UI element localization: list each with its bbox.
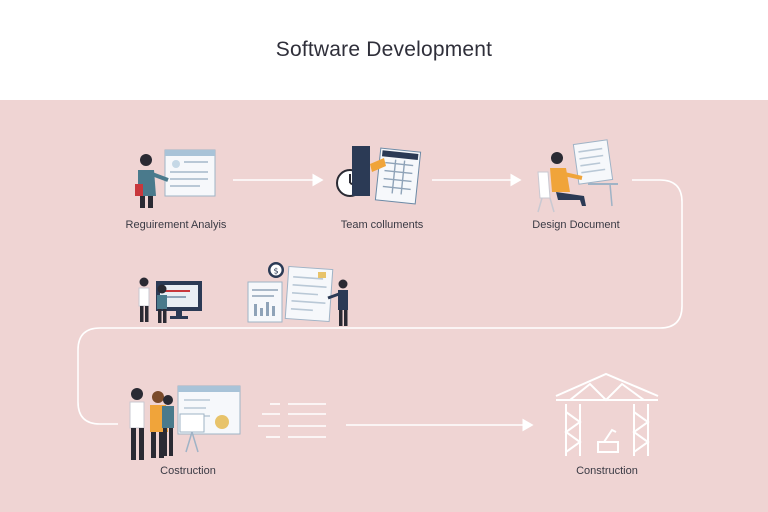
calendar-document-icon bbox=[352, 146, 422, 205]
svg-text:$: $ bbox=[273, 267, 278, 276]
step-label-costruction: Costruction bbox=[160, 465, 216, 477]
person-at-desk-icon bbox=[537, 139, 618, 213]
connector-lines bbox=[77, 173, 683, 432]
step-label-construction: Construction bbox=[576, 465, 638, 477]
loop-connector bbox=[77, 179, 683, 425]
dollar-icon: $ bbox=[268, 262, 284, 278]
step-label-design-document: Design Document bbox=[532, 219, 620, 231]
step-label-requirement-analysis: Reguirement Analyis bbox=[125, 219, 227, 231]
team-monitor-icon bbox=[138, 277, 202, 323]
construction-frame-icon bbox=[555, 372, 659, 456]
team-board-icon bbox=[129, 385, 241, 460]
step-label-team-schedule: Team colluments bbox=[340, 219, 424, 231]
page-title: Software Development bbox=[275, 38, 493, 61]
checklist-icon bbox=[258, 403, 326, 438]
header-bar: Software Development bbox=[0, 0, 768, 100]
person-presenting-icon bbox=[135, 149, 216, 208]
documents-icon bbox=[247, 265, 334, 323]
presenter-icon bbox=[327, 279, 348, 326]
